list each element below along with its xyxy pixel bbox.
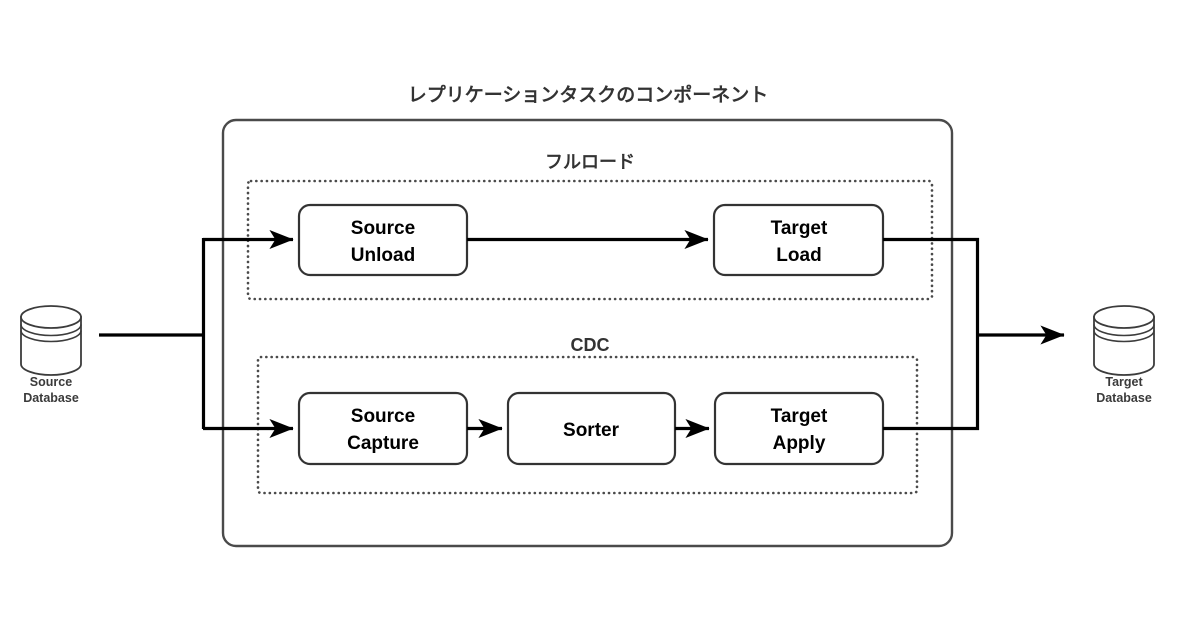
node-target-apply-label-line1: Target bbox=[771, 406, 828, 427]
section-label-cdc: CDC bbox=[571, 335, 610, 355]
diagram-title: レプリケーションタスクのコンポーネント bbox=[408, 83, 769, 106]
target-database-label-line1: Target bbox=[1105, 375, 1143, 389]
target-database-icon bbox=[1093, 305, 1155, 376]
node-source-capture-label-line2: Capture bbox=[347, 433, 419, 454]
source-database-icon bbox=[20, 305, 82, 376]
cdc-group-box bbox=[256, 355, 919, 495]
node-source-capture-label-line1: Source bbox=[351, 406, 415, 427]
replication-task-container bbox=[221, 118, 954, 548]
node-target-load-label-line2: Load bbox=[776, 245, 821, 266]
node-target-load-label-line1: Target bbox=[771, 218, 828, 239]
node-sorter-label: Sorter bbox=[563, 420, 620, 441]
section-label-full-load: フルロード bbox=[545, 152, 635, 172]
source-database-label-line1: Source bbox=[30, 375, 72, 389]
source-database-label-line2: Database bbox=[23, 391, 79, 405]
target-database-label-line2: Database bbox=[1096, 391, 1152, 405]
node-target-apply-label-line2: Apply bbox=[773, 433, 826, 454]
node-source-unload-label-line2: Unload bbox=[351, 245, 415, 266]
node-source-unload-label-line1: Source bbox=[351, 218, 415, 239]
